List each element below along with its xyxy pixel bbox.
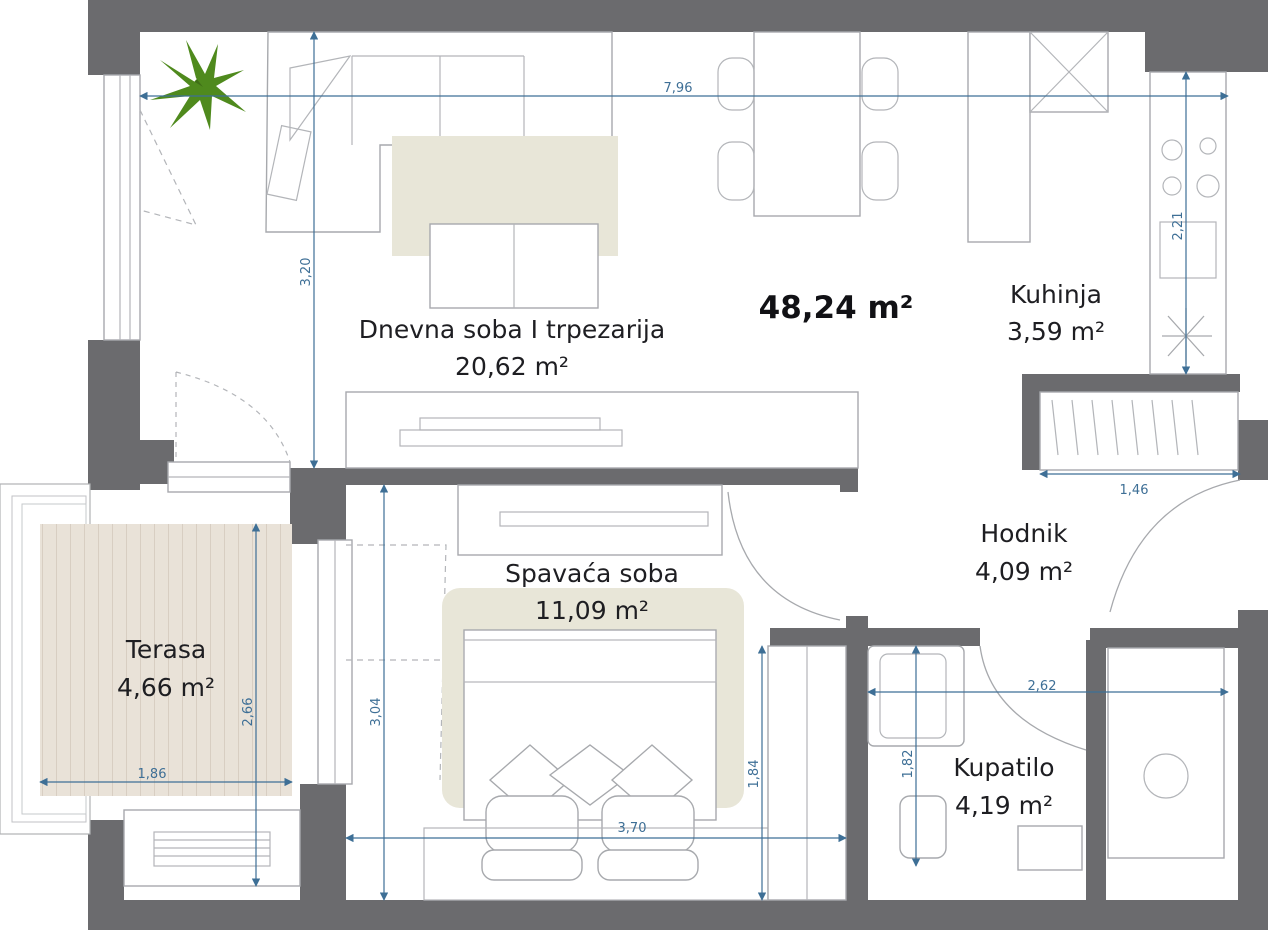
bedroom-furniture xyxy=(423,484,847,901)
dim-label-terrace-width: 1,86 xyxy=(138,767,167,782)
bathroom-furniture xyxy=(867,645,1225,871)
dim-label-bath-width: 2,62 xyxy=(1028,679,1057,694)
room-name-living: Dnevna soba I trpezarija xyxy=(359,315,665,344)
room-name-terrace: Terasa xyxy=(125,635,206,664)
room-name-kitchen: Kuhinja xyxy=(1010,280,1102,309)
toilet-icon xyxy=(899,795,947,859)
windows xyxy=(103,74,353,785)
terrace-area xyxy=(0,483,301,887)
room-area-terrace: 4,66 m² xyxy=(117,673,215,702)
walls xyxy=(88,0,1268,930)
dimension-labels: 7,96 3,20 2,21 1,46 2,62 1,82 1,84 3,70 … xyxy=(138,81,1186,836)
ac-unit xyxy=(123,809,301,887)
room-name-hallway: Hodnik xyxy=(980,519,1068,548)
dim-label-width: 7,96 xyxy=(664,81,693,96)
dim-label-terrace-depth: 2,66 xyxy=(241,698,256,727)
living-room-furniture xyxy=(150,31,899,469)
shower-icon xyxy=(1107,647,1225,859)
plant-icon xyxy=(150,40,246,130)
total-area: 48,24 m² xyxy=(759,290,914,326)
dimension-lines xyxy=(39,31,1241,901)
room-area-hallway: 4,09 m² xyxy=(975,557,1073,586)
room-labels: 48,24 m² Dnevna soba I trpezarija 20,62 … xyxy=(117,280,1105,820)
kitchen-furniture xyxy=(967,31,1239,471)
room-area-living: 20,62 m² xyxy=(455,352,569,381)
dim-label-bedroom-depth: 3,04 xyxy=(369,698,384,727)
room-name-bedroom: Spavaća soba xyxy=(505,559,679,588)
dim-label-wardrobe-depth: 1,84 xyxy=(747,760,762,789)
dim-label-hall-wardrobe: 1,46 xyxy=(1120,483,1149,498)
washbasin-icon xyxy=(1017,825,1083,871)
dim-label-living-depth: 3,20 xyxy=(299,258,314,287)
dim-label-bedroom-width: 3,70 xyxy=(618,821,647,836)
door-swings xyxy=(139,109,1241,781)
terrace-decking xyxy=(40,524,292,796)
dim-label-bath-depth: 1,82 xyxy=(901,750,916,779)
room-name-bathroom: Kupatilo xyxy=(953,753,1054,782)
room-area-kitchen: 3,59 m² xyxy=(1007,317,1105,346)
dim-label-kitchen-depth: 2,21 xyxy=(1171,212,1186,241)
room-area-bedroom: 11,09 m² xyxy=(535,596,649,625)
room-area-bathroom: 4,19 m² xyxy=(955,791,1053,820)
